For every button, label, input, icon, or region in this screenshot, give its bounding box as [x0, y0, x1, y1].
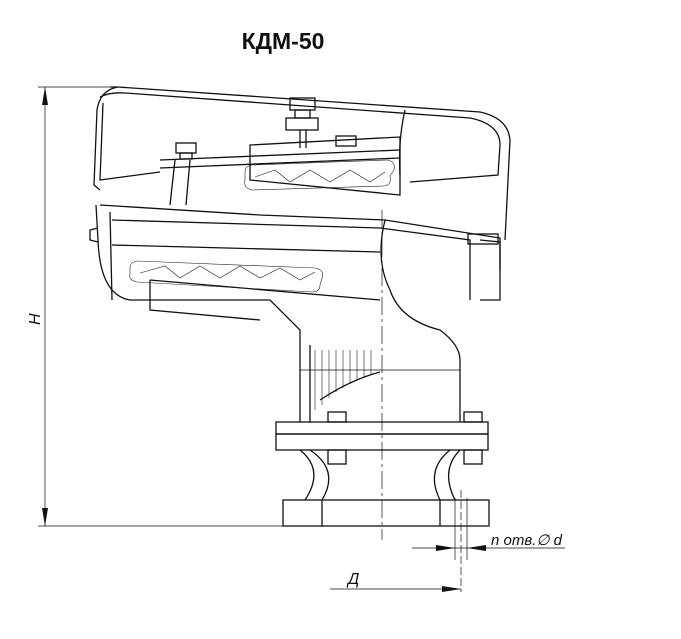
holes-label: n отв.∅ d: [491, 532, 563, 549]
width-dimension: Д: [330, 571, 461, 592]
height-dimension: Н: [27, 86, 290, 527]
flanges: [275, 411, 490, 527]
height-label: Н: [27, 313, 44, 325]
upper-hood: [93, 86, 511, 241]
hole-dimension: n отв.∅ d: [412, 490, 565, 592]
width-label: Д: [346, 571, 359, 588]
lower-box: [89, 204, 501, 361]
drawing-title: КДМ-50: [241, 28, 325, 54]
neck-pipe: [299, 340, 461, 422]
